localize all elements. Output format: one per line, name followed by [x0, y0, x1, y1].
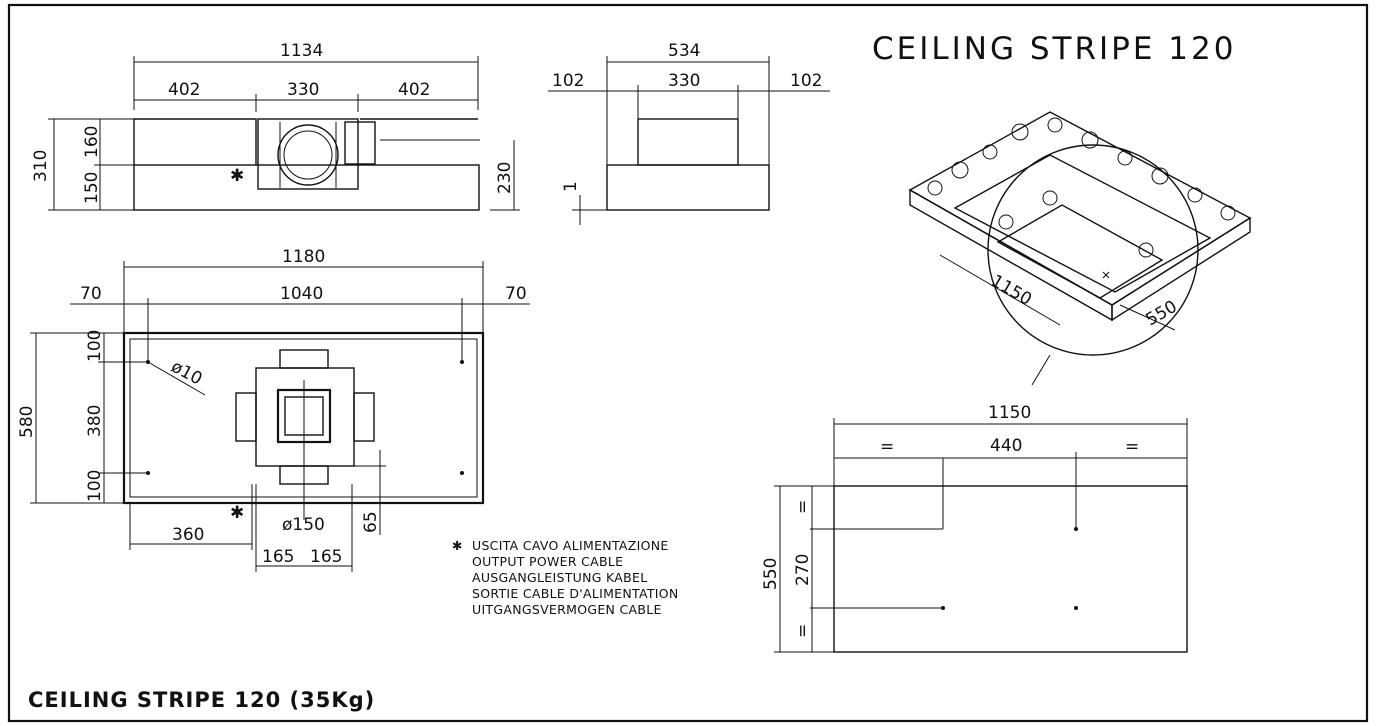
dim-front-height-top: 160	[82, 126, 102, 158]
dim-cutout-center: 440	[990, 436, 1022, 456]
dim-persp-length: 1150	[988, 271, 1035, 310]
legend-symbol: ✱	[452, 538, 463, 553]
dim-cutout-overall: 1150	[988, 403, 1031, 423]
dim-side-overall: 534	[668, 41, 700, 61]
legend-line-en: OUTPUT POWER CABLE	[472, 554, 623, 569]
dim-plan-half-right: 165	[310, 547, 342, 567]
legend-line-nl: UITGANGSVERMOGEN CABLE	[472, 602, 662, 617]
dim-plan-height-total: 580	[17, 406, 37, 438]
dim-persp-width: 550	[1143, 297, 1181, 331]
dim-plan-duct: ø150	[282, 515, 325, 535]
dim-plan-left-margin: 70	[80, 284, 102, 304]
motor-unit	[257, 118, 376, 190]
dim-side-left: 102	[552, 71, 584, 91]
dim-plan-height-top: 100	[85, 330, 105, 362]
dim-side-offset: 1	[561, 181, 581, 192]
dim-front-center: 330	[287, 80, 319, 100]
dim-plan-duct-offset: 65	[361, 511, 381, 533]
dim-plan-left-offset: 360	[172, 525, 204, 545]
plan-view: 1180 1040 70 70 ø10 580 100 380 100 ✱ 36…	[17, 247, 530, 572]
dim-plan-inner: 1040	[280, 284, 323, 304]
dim-cutout-left-eq: =	[880, 437, 894, 457]
dim-plan-half-left: 165	[262, 547, 294, 567]
dim-front-right-height: 230	[495, 162, 515, 194]
dim-side-center: 330	[668, 71, 700, 91]
dim-cutout-right-eq: =	[1125, 437, 1139, 457]
plan-motor	[235, 349, 375, 520]
sheet-border	[7, 3, 1369, 723]
dim-plan-overall: 1180	[282, 247, 325, 267]
legend-line-fr: SORTIE CABLE D'ALIMENTATION	[472, 586, 679, 601]
cable-marker-plan: ✱	[230, 503, 244, 523]
dim-plan-height-bottom: 100	[85, 470, 105, 502]
footer-title: CEILING STRIPE 120 (35Kg)	[28, 688, 375, 712]
dim-front-height-bottom: 150	[82, 172, 102, 204]
legend-line-de: AUSGANGLEISTUNG KABEL	[472, 570, 647, 585]
dim-front-overall: 1134	[280, 41, 323, 61]
dim-cutout-height-total: 550	[761, 558, 781, 590]
dim-plan-height-mid: 380	[85, 405, 105, 437]
perspective-view: 1150 550	[908, 111, 1252, 386]
front-view: ✱ 1134 402 330 402 310 160 150 230	[31, 41, 520, 211]
dim-plan-right-margin: 70	[505, 284, 527, 304]
dim-front-right: 402	[398, 80, 430, 100]
legend-line-it: USCITA CAVO ALIMENTAZIONE	[472, 538, 669, 553]
dim-front-left: 402	[168, 80, 200, 100]
dim-cutout-bottom-eq: =	[793, 624, 813, 638]
ceiling-rubble-texture	[927, 117, 1236, 221]
dim-cutout-top-eq: =	[793, 500, 813, 514]
dim-cutout-height-mid: 270	[793, 554, 813, 586]
cable-marker-front: ✱	[230, 166, 244, 186]
side-view: 534 102 330 102 1	[548, 41, 830, 225]
legend: ✱ USCITA CAVO ALIMENTAZIONE OUTPUT POWER…	[452, 538, 679, 617]
dim-side-right: 102	[790, 71, 822, 91]
dim-front-height-total: 310	[31, 150, 51, 182]
ceiling-cutout-view: 1150 = 440 = 550 270 = =	[761, 403, 1188, 653]
drawing-title: CEILING STRIPE 120	[872, 31, 1236, 67]
